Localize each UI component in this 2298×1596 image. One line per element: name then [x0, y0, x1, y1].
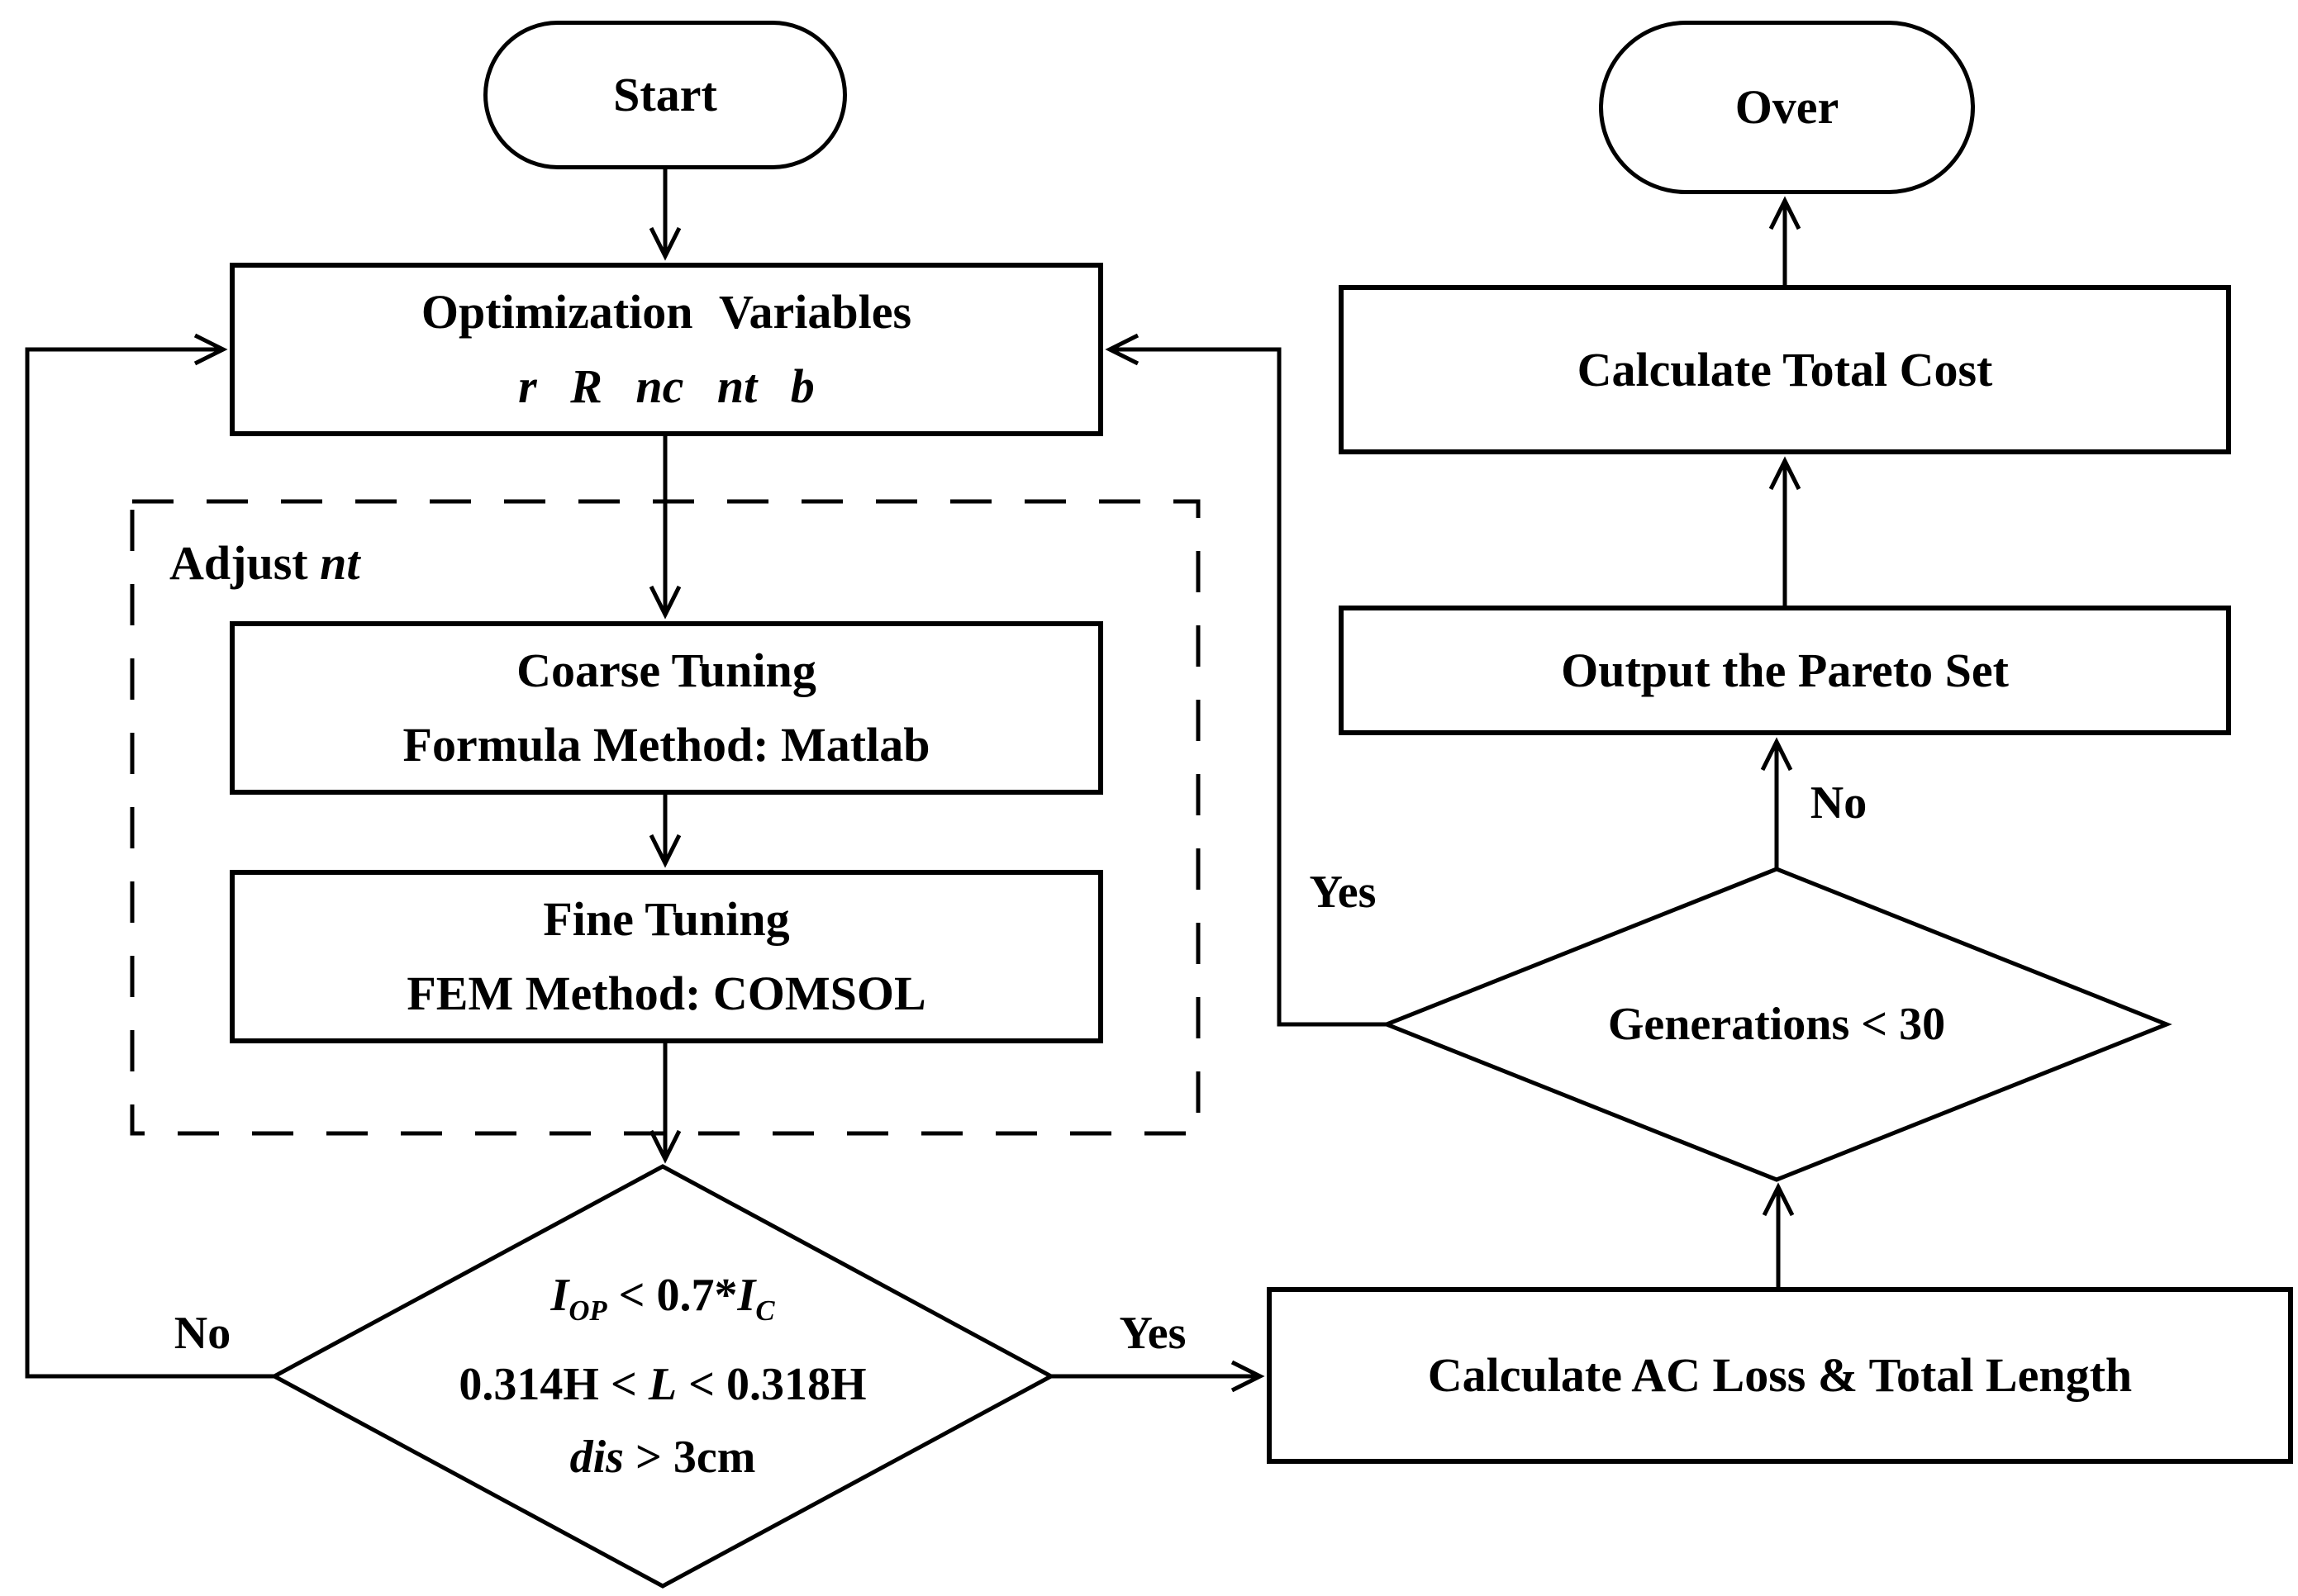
iop-subscript: OP	[569, 1294, 607, 1328]
calc-total-cost-label: Calculate Total Cost	[1577, 342, 1993, 397]
constraints-line1-operator: < 0.7*	[607, 1270, 738, 1322]
constraints-line3: dis > 3cm	[570, 1421, 756, 1494]
inductance-symbol: L	[648, 1358, 678, 1410]
iop-symbol: I	[550, 1270, 569, 1322]
ic-symbol: I	[737, 1270, 756, 1322]
constraints-line2-pre: 0.314H <	[459, 1358, 649, 1410]
dis-symbol: dis	[569, 1431, 624, 1483]
calc-ac-loss-box: Calculate AC Loss & Total Length	[1267, 1287, 2293, 1464]
coarse-tuning-line2: Formula Method: Matlab	[402, 718, 930, 772]
generations-decision-text: Generations < 30	[1446, 910, 2107, 1138]
fine-tuning-box: Fine Tuning FEM Method: COMSOL	[230, 870, 1103, 1043]
constraints-line2: 0.314H < L < 0.318H	[459, 1348, 866, 1421]
calc-total-cost-box: Calculate Total Cost	[1339, 285, 2231, 454]
output-pareto-box: Output the Pareto Set	[1339, 606, 2231, 735]
fine-tuning-line2: FEM Method: COMSOL	[407, 967, 926, 1020]
coarse-tuning-box: Coarse Tuning Formula Method: Matlab	[230, 621, 1103, 795]
fine-tuning-line1: Fine Tuning	[543, 892, 790, 946]
edge-generations-yes-loop	[1105, 333, 1387, 1027]
constraints-yes-label: Yes	[1119, 1308, 1187, 1359]
start-label: Start	[613, 68, 717, 121]
adjust-nt-label: Adjust nt	[169, 535, 359, 591]
constraints-line2-post: < 0.318H	[677, 1358, 867, 1410]
start-terminator: Start	[483, 21, 847, 169]
coarse-tuning-line1: Coarse Tuning	[516, 644, 816, 697]
optimization-variables-list: r R nc nt b	[518, 359, 815, 413]
generations-label: Generations < 30	[1607, 999, 1946, 1050]
adjust-nt-dashed-box	[130, 499, 1201, 1136]
constraints-no-label: No	[174, 1308, 231, 1359]
adjust-nt-prefix: Adjust	[169, 536, 308, 590]
generations-decision-diamond	[1381, 867, 2172, 1182]
ic-subscript: C	[755, 1294, 775, 1328]
generations-yes-label: Yes	[1309, 867, 1377, 918]
generations-no-label: No	[1810, 777, 1867, 829]
constraints-decision-diamond	[269, 1164, 1056, 1589]
constraints-line1: IOP < 0.7*IC	[551, 1259, 775, 1347]
calc-ac-loss-label: Calculate AC Loss & Total Length	[1427, 1348, 2133, 1402]
over-terminator: Over	[1599, 21, 1975, 194]
over-label: Over	[1734, 80, 1839, 134]
constraints-line3-post: > 3cm	[623, 1431, 756, 1483]
constraints-decision-text: IOP < 0.7*IC 0.314H < L < 0.318H dis > 3…	[332, 1208, 993, 1545]
edge-constraints-no-loop	[25, 333, 274, 1379]
optimization-variables-box: Optimization Variables r R nc nt b	[230, 263, 1103, 436]
optimization-variables-title: Optimization Variables	[421, 285, 912, 339]
adjust-nt-variable: nt	[320, 536, 360, 590]
output-pareto-label: Output the Pareto Set	[1561, 643, 2009, 697]
